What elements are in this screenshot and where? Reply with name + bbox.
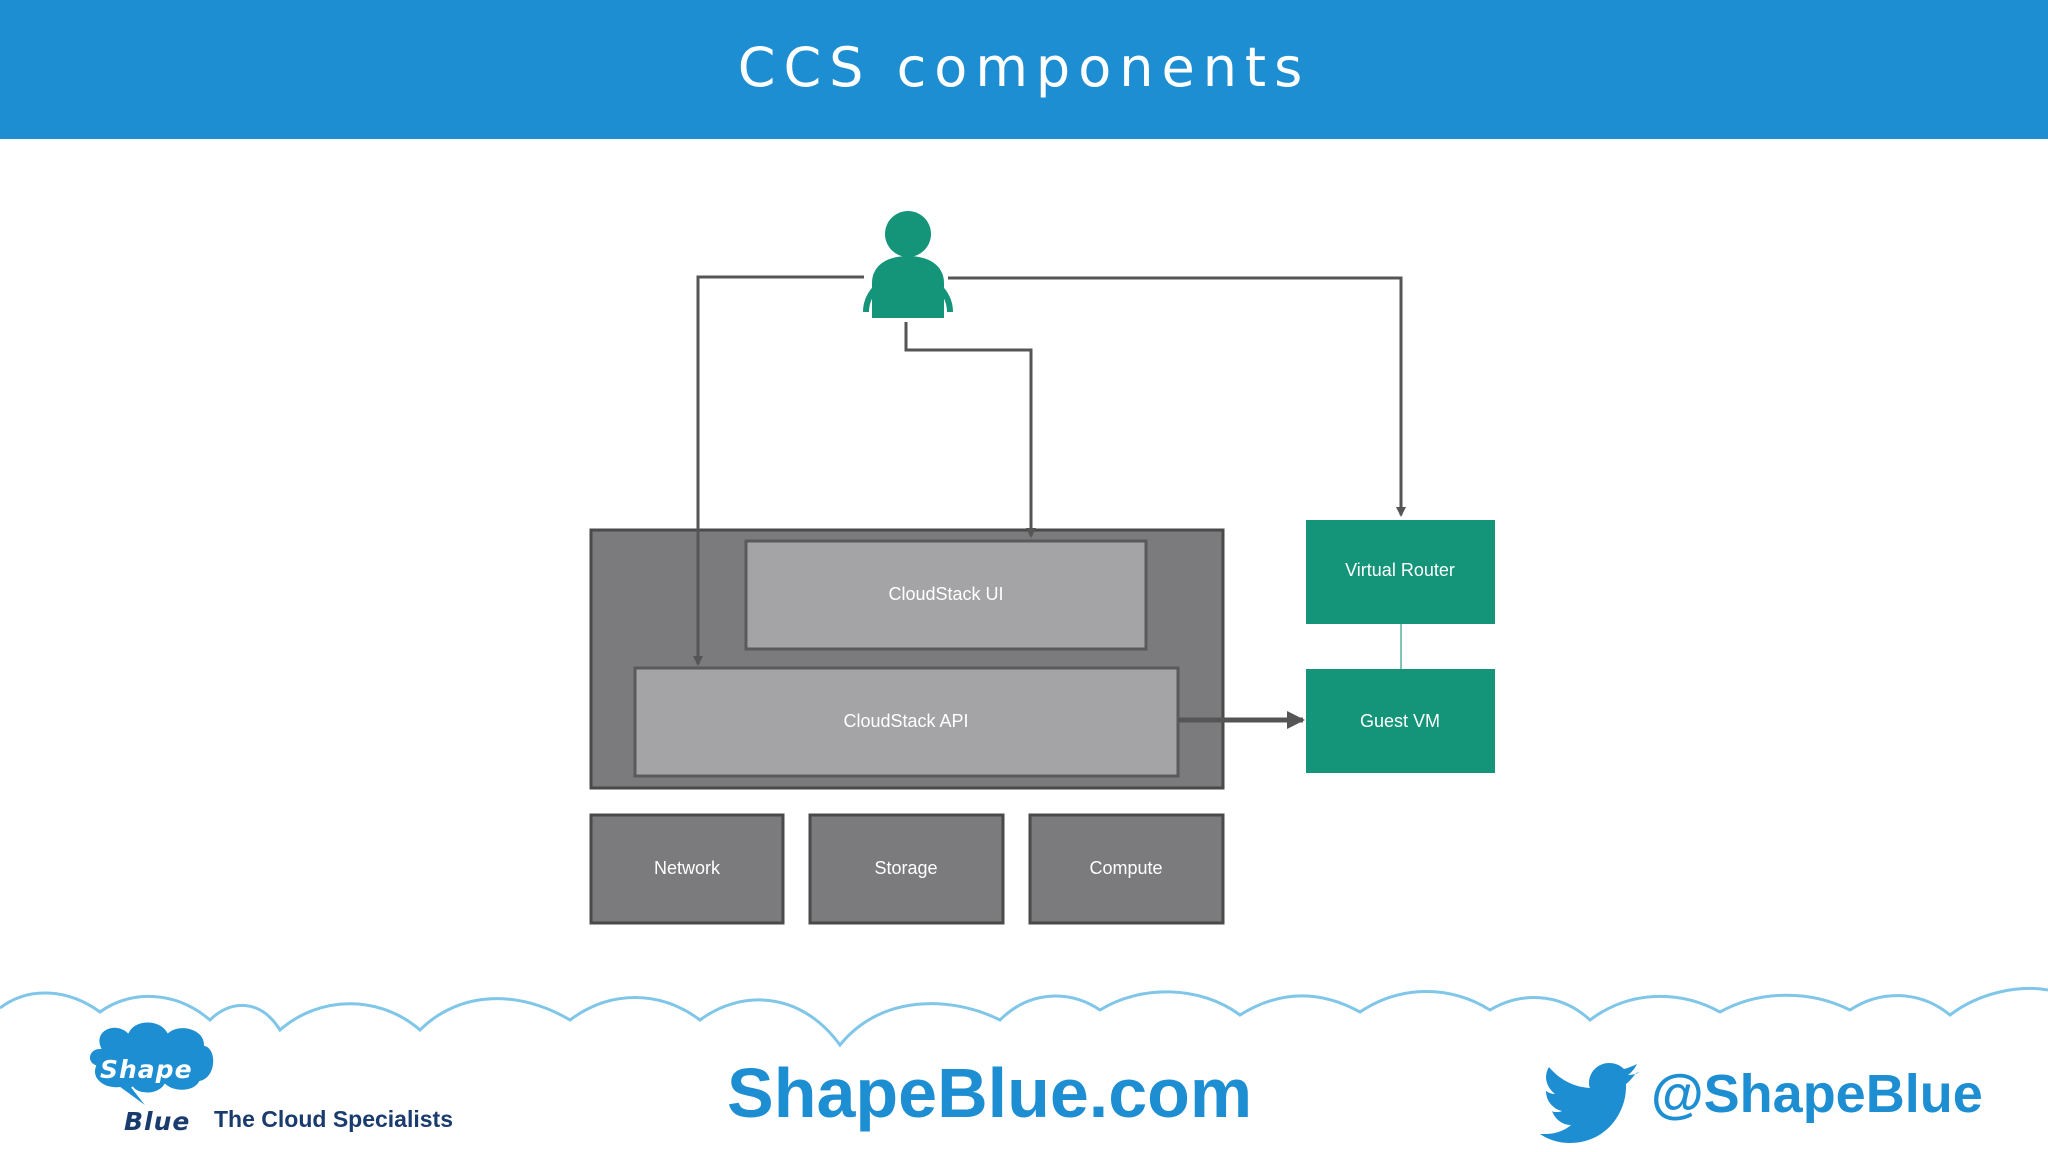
user-to-router-arrow — [948, 276, 1406, 517]
logo-word-blue: Blue — [124, 1107, 191, 1136]
cloudstack-ui-box: CloudStack UI — [744, 539, 1148, 651]
cloudstack-api-box: CloudStack API — [633, 666, 1180, 778]
user-to-api-arrow — [693, 275, 864, 666]
guest-vm-label: Guest VM — [1360, 711, 1440, 731]
storage-box: Storage — [808, 813, 1005, 925]
company-tagline: The Cloud Specialists — [214, 1106, 453, 1132]
storage-label: Storage — [874, 858, 937, 878]
website-link[interactable]: ShapeBlue.com — [727, 1054, 1253, 1132]
compute-box: Compute — [1028, 813, 1225, 925]
cloud-border — [0, 986, 2048, 1048]
network-label: Network — [654, 858, 721, 878]
shapeblue-logo — [88, 1020, 216, 1111]
compute-label: Compute — [1089, 858, 1162, 878]
network-box: Network — [589, 813, 785, 925]
twitter-bird-icon — [1540, 1063, 1640, 1143]
user-icon — [863, 211, 953, 318]
guest-vm-box: Guest VM — [1306, 669, 1495, 773]
cloudstack-api-label: CloudStack API — [843, 711, 968, 731]
twitter-handle-link[interactable]: @ShapeBlue — [1651, 1064, 1983, 1124]
slide-title: CCS components — [737, 36, 1311, 99]
title-bar: CCS components — [0, 0, 2048, 139]
user-to-ui-arrow — [904, 322, 1036, 538]
cloudstack-ui-label: CloudStack UI — [888, 584, 1003, 604]
virtual-router-box: Virtual Router — [1306, 520, 1495, 624]
virtual-router-label: Virtual Router — [1345, 560, 1455, 580]
logo-word-shape: Shape — [100, 1055, 193, 1084]
